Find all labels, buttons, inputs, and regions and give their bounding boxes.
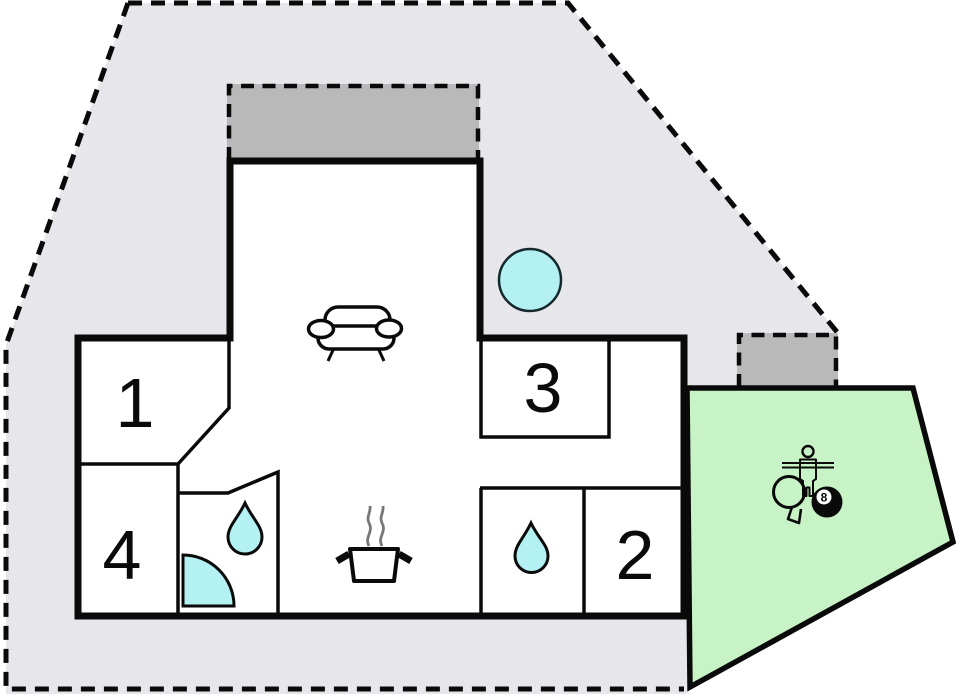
paddle-blade bbox=[772, 475, 806, 509]
steam-line-2 bbox=[379, 505, 385, 547]
terrace-right-border bbox=[736, 332, 839, 387]
terrace-right bbox=[736, 332, 839, 387]
water-drop-icon-left bbox=[226, 499, 264, 556]
property-boundary-left-bottom bbox=[3, 2, 684, 692]
sofa-icon bbox=[306, 305, 404, 362]
house-outline bbox=[74, 157, 688, 620]
wall-room1-bottom-room4-right bbox=[78, 462, 180, 614]
eight-ball-label: 8 bbox=[821, 491, 828, 505]
foosball-player-icon bbox=[782, 444, 834, 497]
foosball-body bbox=[799, 458, 817, 497]
shower-quarter-icon bbox=[181, 553, 236, 608]
sofa-armrest-right bbox=[374, 318, 404, 339]
pot-body bbox=[348, 547, 400, 583]
terrace-top bbox=[226, 83, 481, 160]
stove-pot-icon bbox=[335, 505, 413, 583]
room-1-label: 1 bbox=[116, 364, 155, 442]
table-tennis-paddle-icon bbox=[772, 475, 806, 525]
water-drop-icon-right bbox=[513, 519, 550, 574]
sofa-armrest-left bbox=[306, 318, 336, 340]
steam-line-1 bbox=[366, 505, 372, 547]
games-area bbox=[684, 385, 957, 692]
wall-bathroom-left bbox=[178, 469, 280, 614]
eight-ball-circle bbox=[816, 489, 832, 505]
room-3-label: 3 bbox=[524, 349, 563, 427]
wall-room1-right bbox=[176, 341, 231, 466]
interior-walls bbox=[78, 341, 683, 614]
room-4-label: 4 bbox=[103, 516, 142, 594]
wall-room3 bbox=[479, 341, 611, 439]
paddle-handle bbox=[786, 506, 803, 525]
room-2-label: 2 bbox=[616, 516, 655, 594]
foosball-head bbox=[801, 444, 815, 459]
terrace-top-fill bbox=[227, 84, 479, 160]
property-boundary-top-right bbox=[128, 0, 839, 334]
terrace-top-border bbox=[226, 83, 481, 160]
eight-ball-icon: 8 bbox=[811, 486, 843, 518]
pot-handle-right bbox=[397, 550, 413, 565]
hot-tub-icon bbox=[497, 247, 563, 313]
pot-handle-left bbox=[335, 550, 351, 565]
terrace-right-fill bbox=[737, 333, 838, 387]
